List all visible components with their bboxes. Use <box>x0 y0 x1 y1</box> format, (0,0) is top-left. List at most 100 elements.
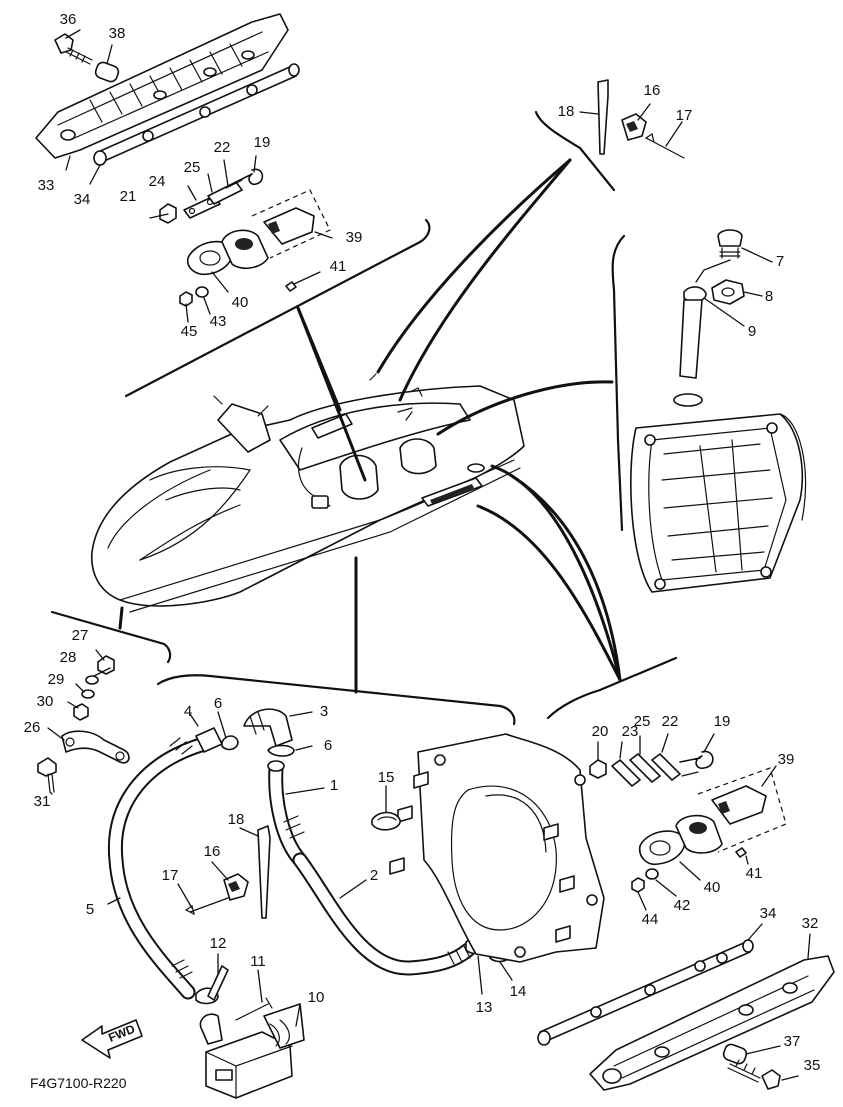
plate-23 <box>611 759 641 787</box>
label-10: 10 <box>308 989 325 1006</box>
bracket-10 <box>263 1003 305 1049</box>
cable-tie-18-lower <box>257 825 271 919</box>
plate-25-lower <box>629 753 661 783</box>
label-39a: 39 <box>346 229 363 246</box>
label-12: 12 <box>210 935 227 952</box>
label-41b: 41 <box>746 865 763 882</box>
label-26: 26 <box>24 719 41 736</box>
washer-29 <box>81 689 95 699</box>
nut-8 <box>711 279 745 305</box>
label-1: 1 <box>330 777 338 794</box>
label-16b: 16 <box>204 843 221 860</box>
label-21: 21 <box>120 188 137 205</box>
bolt-19 <box>235 168 264 186</box>
bracket-26 <box>61 730 130 764</box>
screw-41-lower <box>735 847 747 858</box>
engine-mount-plate <box>371 733 605 963</box>
callout-arrows <box>118 158 622 694</box>
elbow-3 <box>243 708 293 747</box>
label-4: 4 <box>184 703 192 720</box>
label-3: 3 <box>320 703 328 720</box>
label-28: 28 <box>60 649 77 666</box>
fitting-39-lower <box>711 785 767 825</box>
label-35: 35 <box>804 1057 821 1074</box>
label-5: 5 <box>86 901 94 918</box>
label-40b: 40 <box>704 879 721 896</box>
label-36: 36 <box>60 11 77 28</box>
dashed-group-39-lower <box>697 767 787 853</box>
gasket-40-lower <box>638 830 686 866</box>
label-19b: 19 <box>714 713 731 730</box>
label-15: 15 <box>378 769 395 786</box>
collar-38 <box>94 61 120 83</box>
label-25a: 25 <box>184 159 201 176</box>
pin-17-top <box>644 133 685 159</box>
clamp-group-top-right <box>579 79 685 159</box>
washer-28 <box>85 675 99 685</box>
gasket-40 <box>186 240 234 276</box>
label-34a: 34 <box>74 191 91 208</box>
dashed-group-39 <box>251 189 331 259</box>
nut-27 <box>97 655 115 675</box>
plate-22 <box>207 181 243 205</box>
cable-tie-18-top <box>597 79 609 155</box>
clamp-15 <box>371 811 401 831</box>
label-17b: 17 <box>162 867 179 884</box>
label-23: 23 <box>622 723 639 740</box>
label-43: 43 <box>210 313 227 330</box>
nut-44 <box>631 877 645 893</box>
label-38: 38 <box>109 25 126 42</box>
hose-nipple-9 <box>679 299 703 379</box>
label-25b: 25 <box>634 713 651 730</box>
rail-assembly-upper-left <box>35 13 300 185</box>
water-box-10 <box>205 1031 293 1099</box>
hull-fitting-center <box>339 454 379 500</box>
label-30: 30 <box>37 693 54 710</box>
label-17a: 17 <box>676 107 693 124</box>
label-22a: 22 <box>214 139 231 156</box>
label-9: 9 <box>748 323 756 340</box>
label-45: 45 <box>181 323 198 340</box>
label-44: 44 <box>642 911 659 928</box>
pin-11 <box>235 997 273 1021</box>
rail-33 <box>35 13 289 159</box>
nut-45 <box>179 291 193 307</box>
water-box-group <box>177 825 305 1099</box>
label-19a: 19 <box>254 134 271 151</box>
hose-assembly <box>107 708 513 1000</box>
housing-40-lower <box>675 814 723 854</box>
diagram-code: F4G7100-R220 <box>30 1075 127 1091</box>
label-18a: 18 <box>558 103 575 120</box>
label-2: 2 <box>370 867 378 884</box>
label-37: 37 <box>784 1033 801 1050</box>
label-32: 32 <box>802 915 819 932</box>
label-11: 11 <box>250 953 266 970</box>
strap-bracket-group-left <box>37 649 130 795</box>
handlebar <box>217 403 271 453</box>
part-number-labels: 36 38 33 34 22 19 25 24 21 39 41 40 43 4… <box>24 11 821 1074</box>
pin-17-lower <box>184 897 229 916</box>
seat <box>279 402 471 471</box>
nut-20 <box>589 759 607 779</box>
clamp-6b <box>267 744 295 757</box>
collar-37 <box>722 1043 748 1065</box>
label-42: 42 <box>674 897 691 914</box>
strap-12 <box>207 965 229 1001</box>
label-34b: 34 <box>760 905 777 922</box>
label-8: 8 <box>765 288 773 305</box>
label-24: 24 <box>149 173 166 190</box>
plug-7 <box>717 229 743 247</box>
washer-42 <box>645 868 659 880</box>
jet-pump-housing-right <box>630 229 807 593</box>
label-39b: 39 <box>778 751 795 768</box>
label-14: 14 <box>510 983 527 1000</box>
bolt-31 <box>37 757 57 777</box>
label-27: 27 <box>72 627 89 644</box>
fitting-39 <box>263 207 315 245</box>
watercraft-hull <box>90 373 525 613</box>
label-22b: 22 <box>662 713 679 730</box>
label-41a: 41 <box>330 258 347 275</box>
rail-assembly-lower-right <box>537 923 835 1091</box>
